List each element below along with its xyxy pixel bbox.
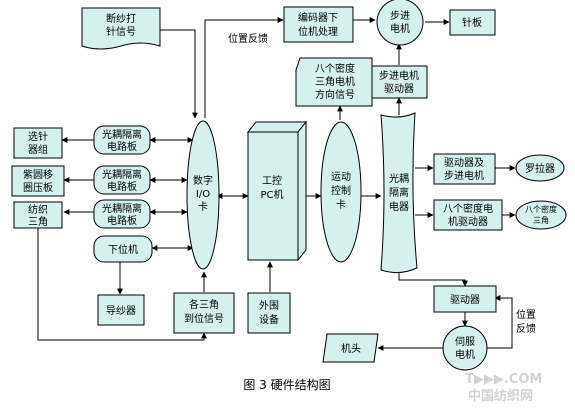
ipc-node: 工控 PC机 [246, 120, 308, 262]
motion-card-line3: 卡 [336, 198, 346, 211]
cam-reset-line1: 各三角 [189, 298, 219, 311]
stepper-driver-line2: 驱动器 [384, 83, 414, 95]
opto-board-3-line2: 电路板 [107, 214, 137, 227]
motion-card-line1: 运动 [331, 171, 351, 183]
roller-node: 罗拉器 [515, 154, 565, 182]
figure-caption: 图 3 硬件结构图 [243, 377, 330, 392]
stepper-driver-line1: 步进电机 [379, 69, 419, 82]
peripheral-line1: 外围 [259, 300, 279, 312]
eight-density-driver-node: 八个密度电 机驱动器 [433, 199, 503, 231]
position-feedback-bottom-line1: 位置 [516, 308, 536, 321]
needle-board-label: 针板 [462, 16, 482, 29]
driver-stepper-node: 驱动器及 步进电机 [433, 153, 496, 185]
digital-io-line2: I/O [196, 189, 210, 200]
driver-stepper-line2: 步进电机 [444, 169, 484, 182]
machine-head-node: 机头 [322, 333, 379, 363]
eight-density-driver-line2: 机驱动器 [448, 215, 488, 228]
driver-label: 驱动器 [450, 294, 480, 306]
broken-yarn-signal-node: 断纱打 针信号 [81, 7, 161, 50]
opto-board-1-line1: 光耦隔离 [102, 128, 142, 141]
servo-motor-line2: 电机 [455, 348, 475, 361]
knit-cam-node: 纺织 三角 [13, 201, 63, 229]
eight-density-signal-line3: 方向信号 [315, 88, 355, 101]
machine-head-label: 机头 [341, 342, 361, 355]
opto-board-1: 光耦隔离 电路板 [93, 125, 151, 155]
selector-node: 选针 器组 [13, 127, 63, 159]
ipc-line2: PC机 [260, 188, 283, 201]
digital-io-line1: 数字 [193, 174, 213, 187]
opto-board-3: 光耦隔离 电路板 [93, 199, 151, 229]
lower-machine-node: 下位机 [93, 235, 153, 263]
stepper-motor-line1: 步进 [390, 10, 410, 22]
opto-board-2-line1: 光耦隔离 [102, 168, 142, 181]
broken-yarn-line2: 针信号 [106, 25, 136, 38]
motion-card-node: 运动 控制 卡 [320, 121, 362, 263]
eight-density-signal-line2: 三角电机 [315, 75, 355, 88]
digital-io-line3: 卡 [198, 200, 208, 213]
connections [37, 17, 516, 351]
purple-ring-line2: 圈压板 [23, 181, 53, 194]
knit-cam-line1: 纺织 [28, 203, 48, 216]
servo-motor-line1: 伺服 [455, 335, 475, 348]
opto-board-2-line2: 电路板 [107, 180, 137, 193]
selector-line1: 选针 [28, 130, 48, 143]
watermark-line1: T▶▶▶.COM [465, 372, 542, 387]
stepper-motor-line2: 电机 [390, 22, 410, 35]
position-feedback-bottom-line2: 反馈 [516, 322, 536, 335]
watermark-line2: 中国纺织网 [468, 388, 533, 404]
watermark: T▶▶▶.COM 中国纺织网 [465, 372, 542, 404]
roller-label: 罗拉器 [525, 162, 555, 175]
stepper-driver-node: 步进电机 驱动器 [371, 65, 428, 99]
eight-density-signal-line1: 八个密度 [315, 62, 355, 75]
motion-card-line2: 控制 [331, 184, 351, 197]
needle-board-node: 针板 [449, 9, 496, 36]
selector-line2: 器组 [28, 143, 48, 156]
knit-cam-line2: 三角 [28, 216, 48, 228]
opto-isolator-node: 光耦 隔离 电器 [380, 112, 418, 274]
encoder-node: 编码器下 位机处理 [283, 6, 354, 43]
purple-ring-line1: 紫圆移 [23, 168, 53, 181]
purple-ring-node: 紫圆移 圈压板 [11, 165, 65, 197]
eight-density-signal-node: 八个密度 三角电机 方向信号 [295, 57, 373, 107]
opto-board-1-line2: 电路板 [107, 140, 137, 153]
cam-reset-signal-node: 各三角 到位信号 [173, 292, 235, 334]
yarn-guide-node: 导纱器 [97, 294, 145, 326]
opto-isolator-line2: 隔离 [389, 186, 409, 199]
peripheral-line2: 设备 [259, 313, 279, 326]
ipc-line1: 工控 [262, 174, 282, 187]
encoder-line2: 位机处理 [298, 25, 338, 38]
stepper-motor-node: 步进 电机 [376, 0, 424, 46]
digital-io-card-node: 数字 I/O 卡 [186, 120, 220, 270]
position-feedback-top-label: 位置反馈 [228, 32, 268, 45]
servo-motor-node: 伺服 电机 [442, 325, 488, 371]
yarn-guide-label: 导纱器 [106, 305, 136, 317]
opto-isolator-line3: 电器 [389, 200, 409, 213]
eight-density-cam-node: 八个密度 三角 [515, 200, 567, 230]
peripheral-node: 外围 设备 [247, 292, 291, 334]
eight-density-driver-line1: 八个密度电 [443, 202, 493, 215]
encoder-line1: 编码器下 [298, 11, 338, 24]
lower-machine-label: 下位机 [108, 243, 138, 256]
opto-board-2: 光耦隔离 电路板 [93, 165, 151, 195]
cam-reset-line2: 到位信号 [184, 312, 224, 325]
eight-density-cam-line2: 三角 [533, 215, 549, 225]
opto-board-3-line1: 光耦隔离 [102, 202, 142, 215]
driver-node: 驱动器 [433, 285, 497, 313]
opto-isolator-line1: 光耦 [389, 172, 409, 185]
driver-stepper-line1: 驱动器及 [444, 157, 484, 169]
eight-density-cam-line1: 八个密度 [525, 204, 557, 214]
broken-yarn-line1: 断纱打 [106, 12, 136, 25]
